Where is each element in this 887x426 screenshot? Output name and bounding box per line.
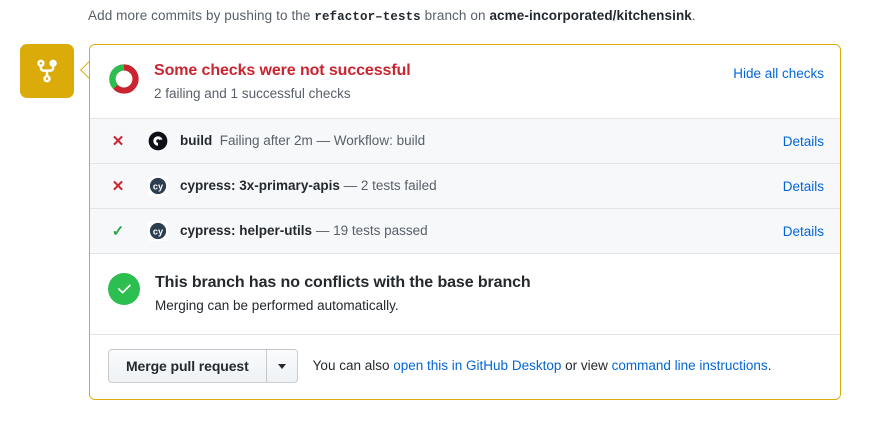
check-row-text: cypress: helper-utils — 19 tests passed [180, 221, 771, 241]
check-name: build [180, 133, 213, 148]
command-line-instructions-link[interactable]: command line instructions [611, 358, 768, 373]
check-row[interactable]: ✕ cy cypress: 3x-primary-apis — 2 tests … [90, 163, 840, 208]
checks-donut-icon [108, 63, 140, 95]
check-name: cypress: 3x-primary-apis [180, 178, 340, 193]
check-description: — 19 tests passed [315, 223, 428, 238]
merge-button-group: Merge pull request [108, 349, 298, 383]
check-description: Failing after 2m — Workflow: build [219, 133, 426, 148]
checks-title: Some checks were not successful [154, 62, 411, 79]
check-name: cypress: helper-utils [180, 223, 313, 238]
check-details-link[interactable]: Details [782, 133, 824, 149]
cypress-icon: cy [148, 176, 168, 196]
merge-footer: Merge pull request You can also open thi… [90, 334, 840, 399]
hint-suffix: . [691, 8, 696, 23]
hide-all-checks-link[interactable]: Hide all checks [733, 66, 824, 81]
check-row-text: build Failing after 2m — Workflow: build [180, 131, 771, 151]
cypress-icon: cy [148, 221, 168, 241]
check-row-text: cypress: 3x-primary-apis — 2 tests faile… [180, 176, 771, 196]
svg-text:cy: cy [153, 182, 164, 192]
merge-pull-request-button[interactable]: Merge pull request [108, 349, 266, 383]
check-description: — 2 tests failed [343, 178, 437, 193]
check-details-link[interactable]: Details [782, 178, 824, 194]
check-row[interactable]: ✓ cy cypress: helper-utils — 19 tests pa… [90, 208, 840, 253]
hint-middle: branch on [420, 8, 490, 23]
merge-status-card: Some checks were not successful 2 failin… [89, 44, 841, 400]
x-icon: ✕ [111, 177, 125, 195]
x-icon: ✕ [111, 132, 125, 150]
check-icon: ✓ [111, 222, 125, 240]
checks-summary: 2 failing and 1 successful checks [154, 86, 351, 101]
checks-header: Some checks were not successful 2 failin… [90, 45, 840, 118]
merge-state-badge [20, 44, 74, 98]
hint-branch-name: refactor–tests [314, 10, 421, 24]
push-hint-line: Add more commits by pushing to the refac… [88, 8, 696, 24]
conflict-status-section: This branch has no conflicts with the ba… [90, 253, 840, 334]
footer-note-middle: or view [561, 358, 612, 373]
git-merge-icon [34, 58, 60, 84]
svg-text:cy: cy [153, 227, 164, 237]
hint-prefix: Add more commits by pushing to the [88, 8, 315, 23]
footer-note-prefix: You can also [312, 358, 394, 373]
chevron-down-icon [277, 363, 286, 369]
conflict-subtitle: Merging can be performed automatically. [155, 298, 399, 313]
check-row[interactable]: ✕ build Failing after 2m — Workflow: bui… [90, 118, 840, 163]
check-circle-icon [108, 273, 140, 305]
conflict-title: This branch has no conflicts with the ba… [155, 274, 531, 291]
merge-footer-note: You can also open this in GitHub Desktop… [313, 356, 772, 376]
open-in-github-desktop-link[interactable]: open this in GitHub Desktop [393, 358, 562, 373]
github-actions-icon [148, 131, 168, 151]
footer-note-suffix: . [767, 358, 772, 373]
merge-options-dropdown-button[interactable] [265, 349, 298, 383]
check-details-link[interactable]: Details [782, 223, 824, 239]
hint-repo-name: acme-incorporated/kitchensink [489, 8, 692, 23]
